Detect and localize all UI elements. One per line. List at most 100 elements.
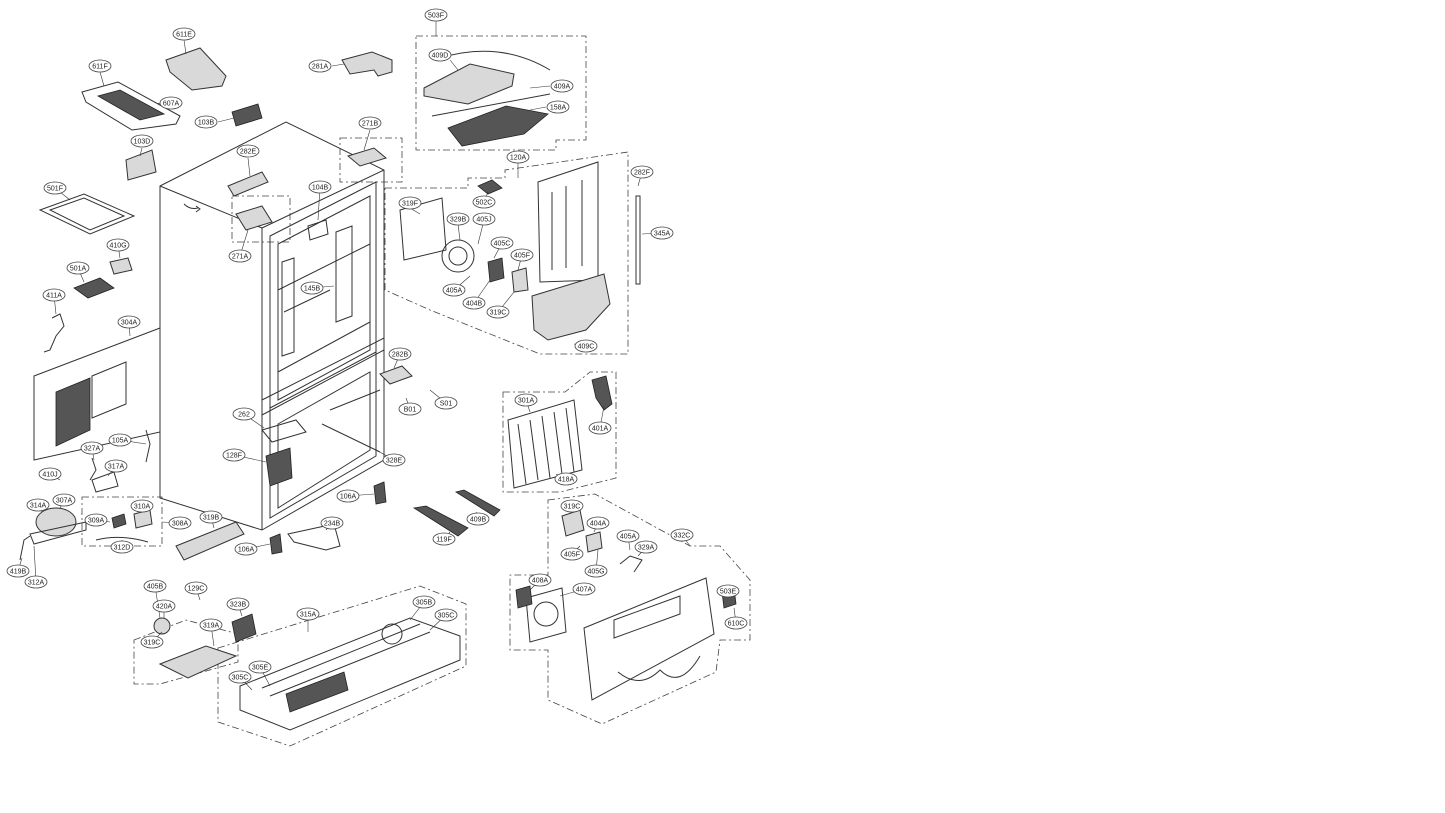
motor-408A bbox=[515, 585, 533, 609]
bracket-282B bbox=[379, 365, 413, 385]
duct-cover-409D bbox=[423, 63, 515, 105]
motor-404B bbox=[487, 257, 505, 283]
label-129C: 129C bbox=[184, 581, 208, 595]
module-128F bbox=[265, 447, 293, 487]
label-607A: 607A bbox=[159, 96, 183, 110]
label-282F: 282F bbox=[630, 165, 654, 179]
svg-text:611E: 611E bbox=[176, 32, 192, 39]
fan-ring-329B-inner bbox=[448, 246, 468, 266]
wire-327A bbox=[89, 457, 97, 481]
svg-text:409D: 409D bbox=[432, 53, 449, 60]
tray-611F bbox=[81, 81, 181, 131]
svg-text:404A: 404A bbox=[590, 521, 607, 528]
svg-text:308A: 308A bbox=[172, 521, 189, 528]
svg-text:129C: 129C bbox=[188, 586, 205, 593]
heater-323B bbox=[231, 613, 257, 643]
svg-text:328E: 328E bbox=[386, 458, 403, 465]
svg-text:B01: B01 bbox=[404, 407, 417, 414]
svg-text:405F: 405F bbox=[514, 253, 530, 260]
duct-seal-409A bbox=[431, 50, 551, 117]
label-319A: 319A bbox=[199, 618, 223, 632]
tray-319B bbox=[175, 521, 245, 561]
svg-text:610C: 610C bbox=[728, 621, 745, 628]
svg-text:405A: 405A bbox=[620, 534, 637, 541]
svg-text:234B: 234B bbox=[324, 521, 341, 528]
label-419B: 419B bbox=[6, 564, 30, 578]
svg-text:329A: 329A bbox=[638, 545, 655, 552]
label-503E: 503E bbox=[716, 584, 740, 598]
label-281A: 281A bbox=[308, 59, 332, 73]
svg-text:323B: 323B bbox=[230, 602, 247, 609]
label-410G: 410G bbox=[106, 238, 130, 252]
svg-text:418A: 418A bbox=[558, 477, 575, 484]
base-plate-315A bbox=[239, 617, 461, 731]
drain-pan-319A bbox=[158, 645, 238, 679]
panel-501F-inner bbox=[48, 197, 126, 231]
hinge-271A bbox=[235, 205, 273, 231]
back-cover-304A bbox=[33, 327, 161, 461]
svg-text:106A: 106A bbox=[238, 547, 255, 554]
compressor-base-314A bbox=[29, 521, 87, 545]
cabinet-front-edge bbox=[159, 185, 263, 530]
compressor-307A bbox=[35, 507, 77, 537]
svg-text:103B: 103B bbox=[198, 120, 215, 127]
cover-409B bbox=[454, 489, 501, 517]
svg-text:312A: 312A bbox=[28, 580, 45, 587]
svg-text:319F: 319F bbox=[402, 201, 418, 208]
bracket-103B bbox=[231, 103, 263, 127]
svg-text:305B: 305B bbox=[416, 600, 433, 607]
bracket-282E bbox=[227, 171, 269, 197]
svg-text:611F: 611F bbox=[92, 64, 107, 71]
label-329B: 329B bbox=[446, 212, 470, 226]
label-501F: 501F bbox=[43, 181, 67, 195]
group-outline-drain bbox=[133, 619, 239, 685]
label-305C-right: 305C bbox=[434, 608, 458, 622]
label-404A: 404A bbox=[586, 516, 610, 530]
svg-text:120A: 120A bbox=[510, 155, 527, 162]
svg-text:128F: 128F bbox=[226, 453, 242, 460]
svg-text:301A: 301A bbox=[518, 398, 535, 405]
label-310A: 310A bbox=[130, 499, 154, 513]
svg-text:503E: 503E bbox=[720, 589, 737, 596]
label-405A: 405A bbox=[442, 283, 466, 297]
label-120A: 120A bbox=[506, 150, 530, 164]
label-323B: 323B bbox=[226, 597, 250, 611]
back-cover-304A-window bbox=[91, 361, 127, 419]
svg-text:405B: 405B bbox=[147, 584, 164, 591]
label-304A: 304A bbox=[117, 315, 141, 329]
svg-text:411A: 411A bbox=[46, 293, 62, 300]
label-319B: 319B bbox=[199, 510, 223, 524]
leader-lines bbox=[17, 15, 737, 691]
svg-text:405F: 405F bbox=[564, 552, 580, 559]
base-rail-315A bbox=[261, 623, 431, 697]
capacitor-317A bbox=[91, 471, 119, 493]
evaporator-418A-fins bbox=[517, 407, 575, 485]
label-105A: 105A bbox=[108, 433, 132, 447]
rod-345A bbox=[635, 195, 641, 285]
svg-text:502C: 502C bbox=[476, 200, 493, 207]
svg-text:310A: 310A bbox=[134, 504, 151, 511]
label-405B: 405B bbox=[143, 579, 167, 593]
label-405A-b: 405A bbox=[616, 529, 640, 543]
svg-text:305C: 305C bbox=[438, 613, 455, 620]
label-305C-left: 305C bbox=[228, 670, 252, 684]
bracket-104B bbox=[307, 219, 329, 241]
label-307A: 307A bbox=[52, 493, 76, 507]
svg-text:503F: 503F bbox=[428, 13, 444, 20]
cabinet-fresh-food-liner bbox=[277, 195, 371, 401]
svg-text:317A: 317A bbox=[108, 464, 125, 471]
svg-text:407A: 407A bbox=[576, 587, 593, 594]
label-104B: 104B bbox=[308, 180, 332, 194]
svg-text:319C: 319C bbox=[564, 504, 581, 511]
group-outline-top-duct bbox=[415, 35, 587, 151]
svg-text:106A: 106A bbox=[340, 494, 357, 501]
panel-120A-base bbox=[531, 273, 611, 341]
label-308A: 308A bbox=[168, 516, 192, 530]
cover-119F bbox=[412, 505, 469, 537]
fan-ring-407A bbox=[533, 601, 559, 627]
svg-text:409B: 409B bbox=[470, 517, 487, 524]
panel-120A bbox=[537, 161, 599, 283]
cabinet-side-arrow bbox=[183, 203, 201, 213]
part-410G bbox=[109, 257, 133, 275]
